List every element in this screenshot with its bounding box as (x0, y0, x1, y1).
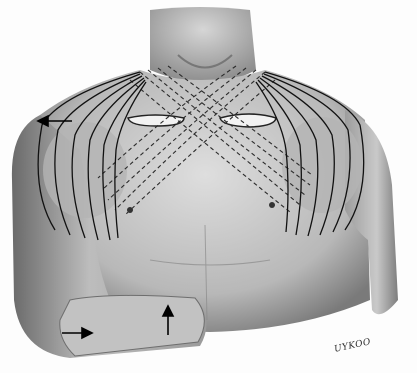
neck (150, 7, 256, 83)
pad-right (128, 115, 184, 126)
nipple-left (269, 202, 275, 208)
nipple-right (127, 207, 133, 213)
